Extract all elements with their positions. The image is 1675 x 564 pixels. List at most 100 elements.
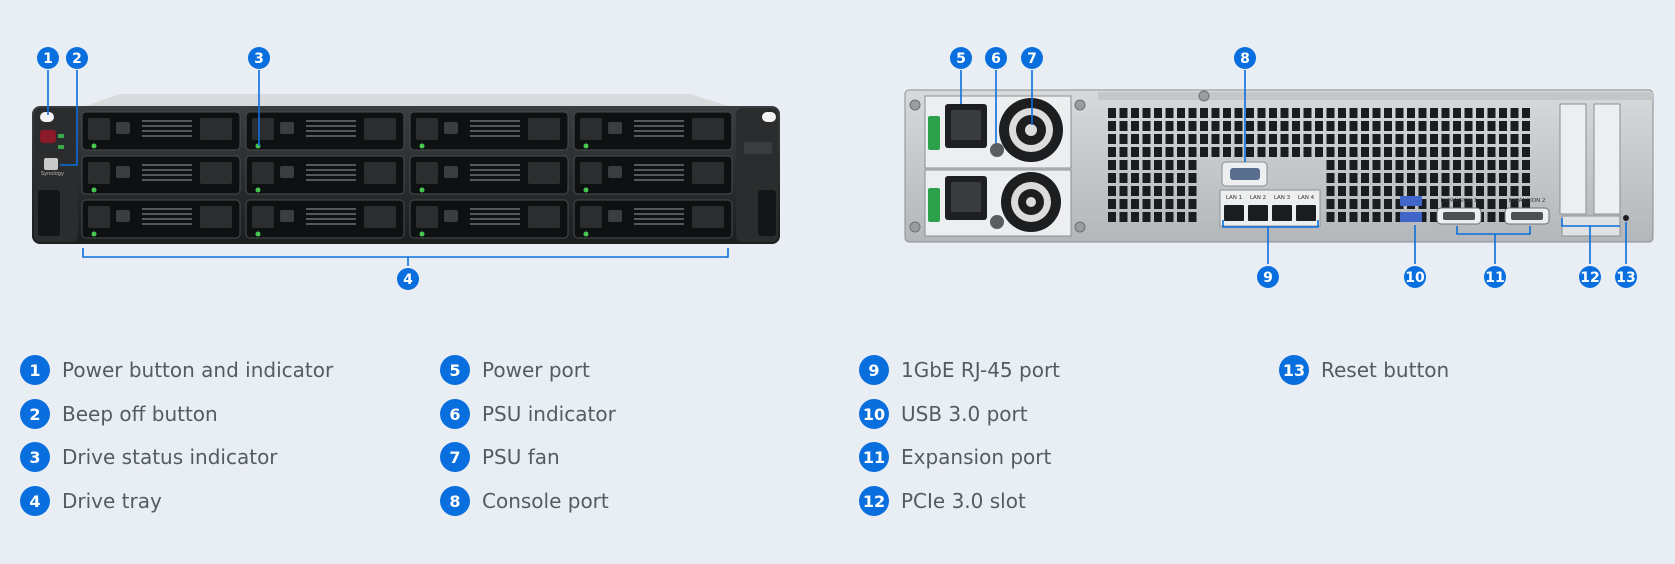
svg-text:6: 6 <box>991 51 1001 67</box>
legend-label: PSU fan <box>482 445 560 469</box>
legend-item-7: 7 PSU fan <box>440 441 560 473</box>
drive-tray[interactable] <box>409 111 569 151</box>
legend-number-badge: 11 <box>859 442 889 472</box>
svg-text:5: 5 <box>956 51 966 67</box>
lan-port-label: LAN 2 <box>1250 195 1266 201</box>
svg-text:12: 12 <box>1580 270 1599 286</box>
drive-tray[interactable] <box>573 199 733 239</box>
legend-label: PSU indicator <box>482 402 616 426</box>
usb-ports[interactable] <box>1400 196 1422 222</box>
drive-tray[interactable] <box>409 155 569 195</box>
expansion-port-group: EXPANSION 1 EXPANSION 2 <box>1436 198 1550 225</box>
callout-badge-11: 11 <box>1484 266 1506 288</box>
drive-status-led <box>91 143 97 149</box>
lan-port-label: LAN 4 <box>1298 195 1315 201</box>
power-button[interactable] <box>40 130 56 143</box>
drive-tray[interactable] <box>245 199 405 239</box>
psu-fan <box>999 98 1063 162</box>
drive-status-led <box>91 187 97 193</box>
lan-port[interactable] <box>1296 205 1316 221</box>
svg-text:3: 3 <box>254 51 264 67</box>
svg-text:11: 11 <box>1485 270 1504 286</box>
rear-callout-lines <box>960 70 1627 264</box>
legend-number-badge: 12 <box>859 486 889 516</box>
lan-port-group: LAN 1 LAN 2 LAN 3 LAN 4 <box>1219 189 1321 227</box>
drive-tray[interactable] <box>81 199 241 239</box>
lan-port-label: LAN 1 <box>1226 195 1242 201</box>
legend-number-badge: 1 <box>20 355 50 385</box>
lan-port-label: LAN 3 <box>1274 195 1291 201</box>
drive-status-led <box>419 231 425 237</box>
drive-tray[interactable] <box>573 111 733 151</box>
expansion-port-label: EXPANSION 2 <box>1509 198 1546 204</box>
legend-item-1: 1 Power button and indicator <box>20 354 333 386</box>
callout-badge-13: 13 <box>1615 266 1637 288</box>
drive-tray[interactable] <box>573 155 733 195</box>
callout-badge-6: 6 <box>985 47 1007 69</box>
pcie-slot[interactable] <box>1559 103 1621 237</box>
beep-off-button[interactable] <box>44 158 58 170</box>
callout-badge-2: 2 <box>66 47 88 69</box>
svg-text:13: 13 <box>1616 270 1635 286</box>
console-port[interactable] <box>1221 161 1268 187</box>
drive-status-led <box>419 187 425 193</box>
drive-status-led <box>255 187 261 193</box>
legend-label: Console port <box>482 489 609 513</box>
svg-text:10: 10 <box>1405 270 1425 286</box>
callout-badge-7: 7 <box>1021 47 1043 69</box>
callout-badge-10: 10 <box>1404 266 1426 288</box>
lan-port[interactable] <box>1272 205 1292 221</box>
callout-badge-8: 8 <box>1234 47 1256 69</box>
legend-number-badge: 4 <box>20 486 50 516</box>
left-rack-ear: Synology <box>34 108 78 242</box>
psu-2 <box>924 169 1072 237</box>
drive-tray[interactable] <box>81 111 241 151</box>
drive-bay-grid <box>81 111 733 239</box>
legend-number-badge: 5 <box>440 355 470 385</box>
callout-badge-5: 5 <box>950 47 972 69</box>
svg-text:1: 1 <box>43 51 53 67</box>
svg-text:9: 9 <box>1263 270 1273 286</box>
brand-logo: Synology <box>41 171 64 177</box>
callout-badge-12: 12 <box>1579 266 1601 288</box>
callout-badge-9: 9 <box>1257 266 1279 288</box>
legend-item-4: 4 Drive tray <box>20 485 162 517</box>
drive-tray[interactable] <box>409 199 569 239</box>
svg-text:7: 7 <box>1027 51 1037 67</box>
power-port[interactable] <box>945 104 987 148</box>
reset-button[interactable] <box>1623 215 1629 221</box>
expansion-port[interactable] <box>1504 207 1550 225</box>
legend-label: USB 3.0 port <box>901 402 1028 426</box>
legend-item-2: 2 Beep off button <box>20 398 218 430</box>
lan-port[interactable] <box>1224 205 1244 221</box>
drive-tray[interactable] <box>81 155 241 195</box>
legend-number-badge: 8 <box>440 486 470 516</box>
legend-number-badge: 13 <box>1279 355 1309 385</box>
expansion-port[interactable] <box>1436 207 1482 225</box>
lan-port[interactable] <box>1248 205 1268 221</box>
drive-tray[interactable] <box>245 111 405 151</box>
legend-number-badge: 2 <box>20 399 50 429</box>
drive-status-led <box>583 143 589 149</box>
legend-label: Power button and indicator <box>62 358 334 382</box>
legend-label: Beep off button <box>62 402 218 426</box>
drive-status-led <box>583 231 589 237</box>
legend-item-8: 8 Console port <box>440 485 609 517</box>
legend-number-badge: 9 <box>859 355 889 385</box>
legend-label: Drive status indicator <box>62 445 278 469</box>
callout-badge-4: 4 <box>397 268 419 290</box>
right-rack-ear <box>736 108 778 242</box>
hardware-diagram: Synology <box>32 47 1654 290</box>
expansion-port-label: EXPANSION 1 <box>1441 198 1478 204</box>
front-panel: Synology <box>32 94 780 244</box>
legend-label: Drive tray <box>62 489 162 513</box>
legend-number-badge: 7 <box>440 442 470 472</box>
drive-tray[interactable] <box>245 155 405 195</box>
